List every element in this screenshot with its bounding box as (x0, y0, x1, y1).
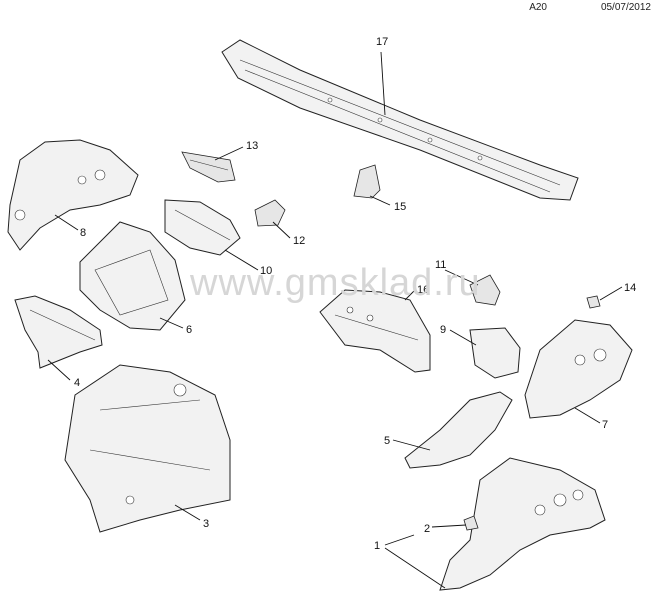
callout-9: 9 (440, 324, 446, 336)
callout-8: 8 (80, 227, 86, 239)
part-9 (469, 327, 521, 379)
part-10 (164, 199, 241, 256)
watermark: www.gmsklad.ru (190, 262, 481, 304)
callout-2: 2 (424, 523, 430, 535)
callout-4: 4 (74, 377, 80, 389)
callout-16: 16 (417, 284, 429, 296)
callout-3: 3 (203, 518, 209, 530)
part-4 (14, 295, 103, 369)
callout-15: 15 (394, 201, 406, 213)
callout-11: 11 (435, 259, 446, 271)
part-12 (254, 199, 286, 227)
part-3 (64, 364, 231, 533)
callout-labels: 17 13 15 12 10 8 6 4 3 16 11 14 9 7 5 2 … (74, 36, 636, 552)
part-11 (469, 274, 501, 306)
part-14 (586, 295, 601, 309)
callout-17: 17 (376, 36, 388, 48)
callout-14: 14 (624, 282, 636, 294)
part-17 (221, 39, 579, 201)
leader-lines (47, 51, 623, 589)
callout-10: 10 (260, 265, 272, 277)
part-7 (524, 319, 633, 419)
part-15 (353, 164, 381, 199)
part-13 (181, 151, 236, 183)
diagram-date: 05/07/2012 (600, 2, 651, 13)
callout-12: 12 (293, 235, 305, 247)
part-8 (7, 139, 139, 251)
part-2 (463, 515, 479, 531)
part-1 (439, 457, 606, 591)
callout-6: 6 (186, 324, 192, 336)
callout-1: 1 (374, 540, 380, 552)
callout-5: 5 (384, 435, 390, 447)
callout-7: 7 (602, 419, 608, 431)
callout-13: 13 (246, 140, 258, 152)
part-6 (79, 221, 186, 331)
part-5 (404, 391, 513, 469)
part-16 (319, 289, 431, 373)
diagram-code: A20 (529, 2, 547, 13)
